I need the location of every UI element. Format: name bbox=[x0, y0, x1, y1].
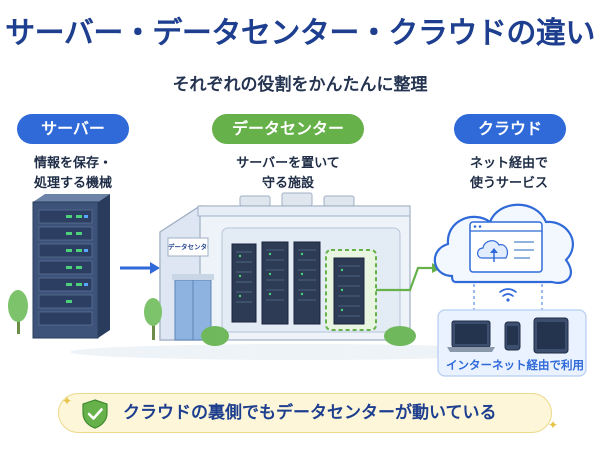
server-desc: 情報を保存・ 処理する機械 bbox=[0, 154, 146, 194]
bush-icon bbox=[201, 326, 416, 346]
connector-lines bbox=[473, 284, 543, 312]
summary-banner: クラウドの裏側でもデータセンターが動いている bbox=[58, 393, 552, 433]
devices-caption: インターネット経由で利用 bbox=[446, 358, 584, 372]
server-tower-icon bbox=[32, 194, 110, 339]
tree-icon bbox=[8, 290, 28, 334]
laptop-icon bbox=[447, 320, 495, 352]
wifi-icon bbox=[499, 288, 517, 302]
shield-check-icon bbox=[82, 399, 108, 429]
page-title: サーバー・データセンター・クラウドの違い bbox=[5, 16, 595, 51]
sparkle-icon: ✦ bbox=[548, 418, 559, 432]
datacenter-desc: サーバーを置いて 守る施設 bbox=[208, 154, 368, 194]
tree-icon bbox=[144, 298, 162, 340]
page-subtitle: それぞれの役割をかんたんに整理 bbox=[172, 75, 428, 95]
arrow-right-icon bbox=[120, 262, 160, 274]
server-desc-line2: 処理する機械 bbox=[33, 176, 112, 191]
tablet-icon bbox=[533, 317, 569, 354]
banner-text: クラウドの裏側でもデータセンターが動いている bbox=[123, 403, 497, 423]
cloud-pill: クラウド bbox=[454, 114, 566, 144]
datacenter-pill: データセンター bbox=[212, 114, 364, 144]
cloud-desc-line1: ネット経由で bbox=[469, 156, 548, 171]
cloud-icon bbox=[433, 203, 574, 284]
server-desc-line1: 情報を保存・ bbox=[33, 156, 112, 171]
cloud-desc-line2: 使うサービス bbox=[469, 176, 548, 191]
datacenter-building-icon bbox=[159, 192, 411, 341]
phone-icon bbox=[504, 321, 521, 351]
datacenter-desc-line2: 守る施設 bbox=[261, 176, 314, 191]
cloud-desc: ネット経由で 使うサービス bbox=[436, 154, 582, 194]
sparkle-icon: ✦ bbox=[62, 394, 73, 408]
datacenter-sign: データセンター bbox=[168, 243, 208, 251]
datacenter-desc-line1: サーバーを置いて bbox=[236, 156, 340, 171]
server-pill: サーバー bbox=[17, 114, 129, 144]
